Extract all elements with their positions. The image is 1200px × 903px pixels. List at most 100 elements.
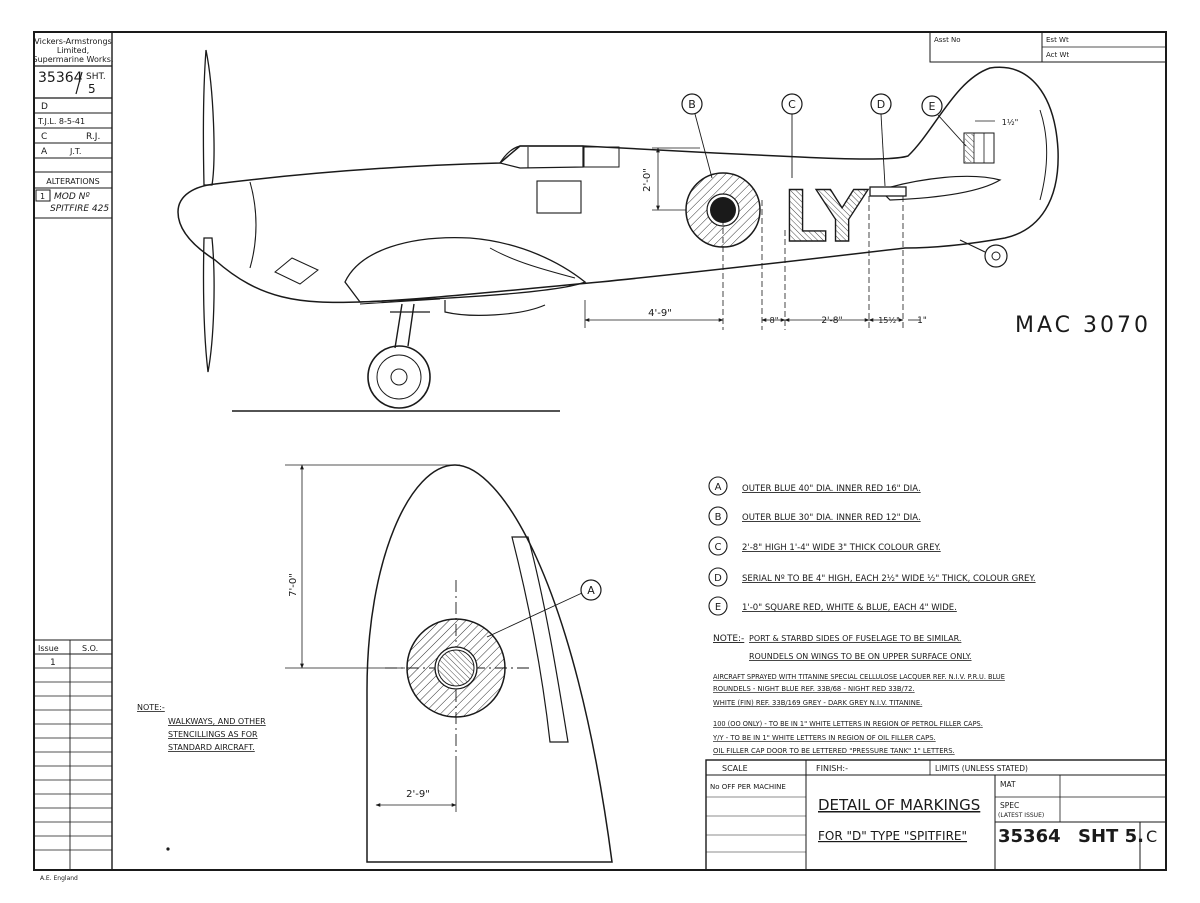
- alteration-number: 1: [40, 192, 45, 201]
- walkway-note-line3: STANDARD AIRCRAFT.: [168, 743, 255, 752]
- act-wt-label: Act Wt: [1046, 51, 1069, 59]
- legend-key-c: C: [715, 542, 722, 553]
- dim-wing-span: 7'-0": [288, 573, 299, 597]
- legend-key-e: E: [715, 602, 721, 613]
- markings-legend: A OUTER BLUE 40" DIA. INNER RED 16" DIA.…: [708, 476, 1036, 616]
- aircraft-side-view: [177, 49, 1059, 412]
- callout-markers: B C D E: [681, 93, 967, 187]
- spinner-line: [249, 181, 257, 269]
- title-block-spec: SPEC: [1000, 801, 1019, 810]
- drawing-sheet-number: SHT 5.: [1078, 826, 1144, 847]
- walkway-note: NOTE:- WALKWAYS, AND OTHER STENCILLINGS …: [137, 703, 266, 752]
- issue-value: 1: [50, 658, 56, 668]
- fuselage-note-line2: ROUNDELS ON WINGS TO BE ON UPPER SURFACE…: [749, 652, 972, 661]
- firm-name-line3: Supermarine Works.: [32, 55, 113, 64]
- legend-key-b: B: [715, 512, 722, 523]
- title-block-mat: MAT: [1000, 780, 1016, 789]
- propeller-blade-lower: [202, 237, 215, 373]
- title-block-limits: LIMITS (UNLESS STATED): [935, 764, 1028, 773]
- legend-text-c: 2'-8" HIGH 1'-4" WIDE 3" THICK COLOUR GR…: [742, 543, 941, 553]
- dim-serial-gap: 1": [917, 316, 927, 326]
- dim-nose-to-roundel: 4'-9": [648, 308, 672, 319]
- callout-b: B: [688, 98, 696, 111]
- revision-initials-a: J.T.: [69, 147, 81, 156]
- fin-flash-e: [963, 132, 995, 164]
- paint-note-4: 100 (OO ONLY) - TO BE IN 1" WHITE LETTER…: [713, 720, 983, 728]
- paint-note-2: ROUNDELS - NIGHT BLUE REF. 33B/68 - NIGH…: [713, 685, 915, 693]
- windscreen-panel: [583, 146, 620, 168]
- dim-fin-flash: 1½": [1002, 118, 1019, 127]
- exhaust-panel: [274, 257, 319, 285]
- dim-roundel-height: 2'-0": [642, 168, 653, 192]
- revision-initials-c: R.J.: [86, 132, 100, 142]
- wing-roundel-a: [406, 618, 506, 718]
- main-wheel: [367, 345, 431, 409]
- wing-dimensions: [285, 464, 460, 812]
- fuselage-note-line1: PORT & STARBD SIDES OF FUSELAGE TO BE SI…: [749, 634, 961, 643]
- drawing-revision: C: [1146, 827, 1157, 846]
- radiator: [444, 300, 546, 316]
- aileron: [511, 536, 569, 743]
- drawing-number: 35364: [998, 826, 1061, 847]
- walkway-note-line2: STENCILLINGS AS FOR: [168, 730, 258, 739]
- so-header: S.O.: [82, 644, 98, 653]
- dim-letter-spacing: 2'-8": [821, 316, 842, 326]
- title-block-no-off: No OFF PER MACHINE: [710, 783, 786, 791]
- title-block-scale: SCALE: [722, 764, 748, 773]
- wing-root: [344, 236, 587, 303]
- legend-text-e: 1'-0" SQUARE RED, WHITE & BLUE, EACH 4" …: [742, 603, 957, 613]
- est-wt-label: Est Wt: [1046, 36, 1069, 44]
- canopy: [499, 145, 584, 169]
- issue-header: Issue: [38, 644, 59, 653]
- legend-text-a: OUTER BLUE 40" DIA. INNER RED 16" DIA.: [742, 484, 921, 494]
- firm-name-line2: Limited,: [57, 46, 89, 55]
- dim-roundel-to-letter: 8": [770, 316, 779, 325]
- callout-c: C: [788, 98, 796, 111]
- revision-code-d: D: [41, 102, 48, 112]
- legend-text-d: SERIAL Nº TO BE 4" HIGH, EACH 2½" WIDE ½…: [742, 574, 1036, 584]
- firm-name-line1: Vickers-Armstrongs: [34, 37, 111, 46]
- paint-note-3: WHITE (FIN) REF. 33B/169 GREY - DARK GRE…: [713, 699, 922, 707]
- fuselage-note: NOTE:- PORT & STARBD SIDES OF FUSELAGE T…: [713, 634, 972, 661]
- title-block: [705, 759, 1167, 871]
- walkway-note-line1: WALKWAYS, AND OTHER: [168, 717, 266, 726]
- paint-notes: AIRCRAFT SPRAYED WITH TITANINE SPECIAL C…: [712, 673, 1005, 755]
- revision-code-c: C: [41, 132, 47, 142]
- fuselage-code-letters: LY: [783, 176, 869, 258]
- drawing-title-line2: FOR "D" TYPE "SPITFIRE": [818, 829, 967, 843]
- sheet-border: [33, 31, 1167, 871]
- legend-text-b: OUTER BLUE 30" DIA. INNER RED 12" DIA.: [742, 513, 921, 523]
- alterations-title: ALTERATIONS: [46, 177, 99, 186]
- undercarriage-leg: [394, 303, 415, 349]
- revision-code-a: A: [41, 147, 48, 157]
- wing-outline: [366, 464, 613, 863]
- dim-wing-offset: 2'-9": [406, 789, 430, 800]
- tailplane: [878, 175, 1002, 201]
- mac-annotation: MAC 3070: [1015, 313, 1151, 338]
- tail-wheel: [984, 244, 1008, 268]
- paint-note-6: OIL FILLER CAP DOOR TO BE LETTERED "PRES…: [713, 747, 955, 755]
- propeller-blade-upper: [202, 49, 215, 186]
- serial-number-bar: [869, 186, 907, 197]
- legend-key-a: A: [715, 482, 722, 493]
- callout-e: E: [929, 100, 936, 113]
- side-view-dimensions: [584, 120, 995, 330]
- paint-note-1: AIRCRAFT SPRAYED WITH TITANINE SPECIAL C…: [713, 673, 1005, 681]
- revision-entry-date: T.J.L. 8-5-41: [37, 117, 85, 126]
- legend-key-d: D: [714, 573, 722, 584]
- callout-a: A: [587, 584, 595, 597]
- callout-d: D: [877, 98, 885, 111]
- sheet-label-small: SHT.: [86, 72, 106, 82]
- asst-no-label: Asst No: [934, 36, 961, 44]
- alteration-line1: MOD Nº: [54, 192, 90, 202]
- footer-stamp: A.E. England: [40, 875, 78, 882]
- drawing-number-small: 35364: [38, 70, 83, 86]
- alteration-line2: SPITFIRE 425: [50, 204, 109, 214]
- dim-serial-width: 15½": [878, 316, 900, 325]
- title-block-finish: FINISH:-: [816, 764, 848, 773]
- title-block-spec-sub: (LATEST ISSUE): [998, 812, 1044, 819]
- weight-box: Asst No Est Wt Act Wt: [929, 31, 1167, 63]
- sheet-page-small: 5: [88, 82, 96, 96]
- paint-note-5: Y/Y - TO BE IN 1" WHITE LETTERS IN REGIO…: [712, 734, 936, 742]
